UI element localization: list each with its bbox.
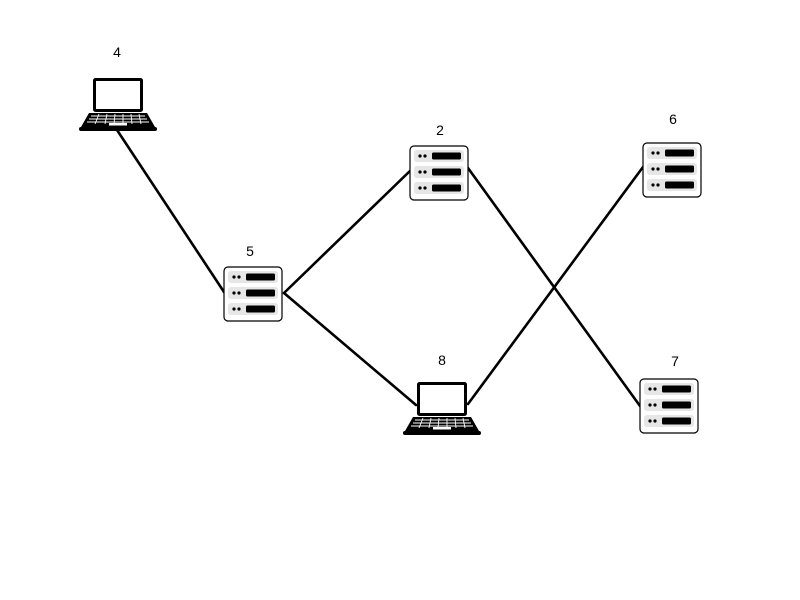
node-label: 8 xyxy=(438,352,446,368)
edge-8-6 xyxy=(466,165,645,406)
node-6[interactable]: 6 xyxy=(642,111,702,198)
server-icon xyxy=(642,142,702,198)
edge-5-8 xyxy=(282,291,418,407)
laptop-icon xyxy=(79,77,157,132)
node-8[interactable]: 8 xyxy=(403,352,481,436)
node-label: 5 xyxy=(246,243,254,259)
node-label: 4 xyxy=(113,44,121,60)
laptop-icon xyxy=(403,381,481,436)
node-7[interactable]: 7 xyxy=(639,353,699,434)
edges-layer xyxy=(115,128,645,408)
server-icon xyxy=(409,145,469,201)
node-5[interactable]: 5 xyxy=(223,243,283,322)
nodes-layer: 4 5 2 8 6 7 xyxy=(79,44,702,436)
server-icon xyxy=(223,266,283,322)
node-2[interactable]: 2 xyxy=(409,122,469,201)
server-icon xyxy=(639,378,699,434)
edge-4-5 xyxy=(115,128,228,297)
node-label: 2 xyxy=(436,122,444,138)
edge-5-2 xyxy=(282,167,414,295)
node-label: 7 xyxy=(671,353,679,369)
node-label: 6 xyxy=(669,111,677,127)
node-4[interactable]: 4 xyxy=(79,44,157,132)
